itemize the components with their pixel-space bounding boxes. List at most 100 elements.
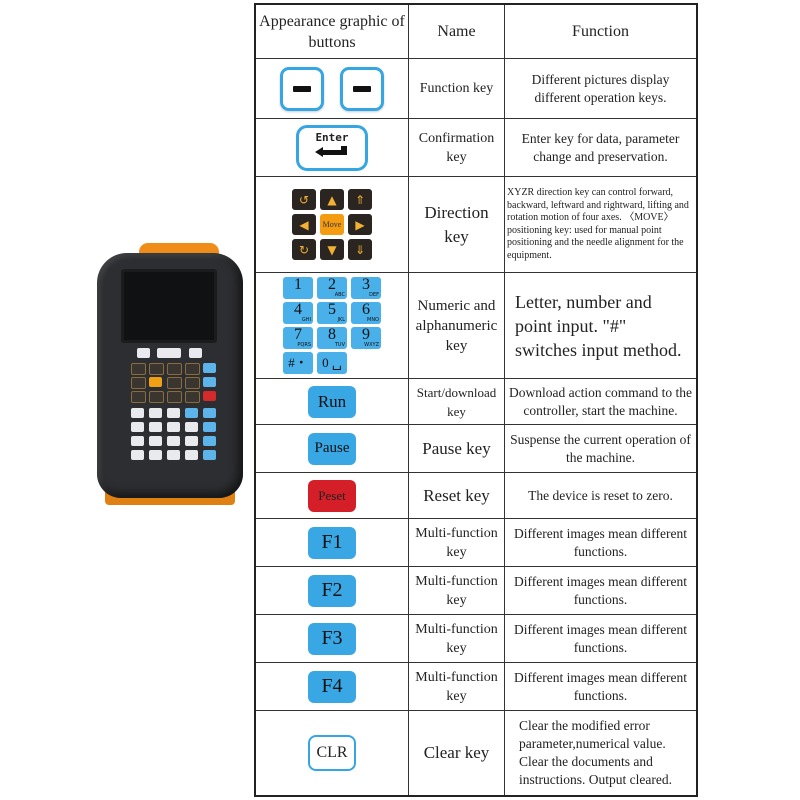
device-key (149, 377, 162, 387)
device-key (185, 436, 198, 446)
device-key (167, 450, 180, 460)
run-key-graphic: Run (256, 379, 409, 424)
row-name: Clear key (409, 711, 505, 795)
device-key (131, 422, 144, 432)
device-key (185, 377, 200, 389)
table-row: Run Start/download key Download action c… (256, 379, 696, 425)
row-name: Multi-function key (409, 615, 505, 662)
arrow-left-icon: ◀ (292, 214, 316, 235)
device-key (167, 408, 180, 418)
table-row: CLR Clear key Clear the modified error p… (256, 711, 696, 795)
f1-key: F1 (308, 526, 356, 559)
lift-up-icon: ⇑ (348, 189, 372, 210)
row-function: Different images mean different function… (513, 621, 688, 655)
arrow-right-icon: ▶ (348, 214, 372, 235)
f4-key-graphic: F4 (256, 663, 409, 710)
row-function: Different images mean different function… (513, 573, 688, 607)
pause-key-graphic: Pause (256, 425, 409, 472)
device-key (149, 408, 162, 418)
row-name: Multi-function key (409, 519, 505, 566)
device-key (157, 348, 181, 358)
direction-pad: ↺ ▲ ⇑ ◀ Move ▶ ↻ ▼ ⇓ (292, 189, 372, 260)
header-name: Name (409, 5, 505, 58)
device-key (149, 436, 162, 446)
enter-key: Enter (296, 124, 368, 171)
lift-down-icon: ⇓ (348, 239, 372, 260)
row-name: Multi-function key (409, 663, 505, 710)
device-key (167, 422, 180, 432)
device-key (167, 436, 180, 446)
arrow-up-icon: ▲ (320, 189, 344, 210)
arrow-down-icon: ▼ (320, 239, 344, 260)
enter-arrow-icon (315, 145, 347, 157)
direction-key-graphic: ↺ ▲ ⇑ ◀ Move ▶ ↻ ▼ ⇓ (256, 177, 409, 272)
function-key-graphic (256, 59, 409, 118)
rotate-ccw-icon: ↺ (292, 189, 316, 210)
device-key (189, 348, 202, 358)
minus-bar-icon (293, 85, 311, 92)
table-row: Pause Pause key Suspense the current ope… (256, 425, 696, 473)
row-function: Clear the modified error parameter,numer… (519, 718, 672, 787)
button-reference-table: Appearance graphic of buttons Name Funct… (254, 3, 698, 797)
function-key-left (280, 66, 324, 111)
device-key (167, 391, 182, 403)
f1-key-graphic: F1 (256, 519, 409, 566)
pause-key: Pause (308, 432, 356, 465)
run-key: Run (308, 385, 356, 418)
device-key (203, 377, 216, 387)
device-key (203, 450, 216, 460)
device-key (131, 377, 146, 389)
table-row: F2 Multi-function key Different images m… (256, 567, 696, 615)
row-function: Download action command to the controlle… (509, 384, 692, 418)
device-screen (121, 269, 217, 343)
device-key (203, 391, 216, 401)
row-name: Numeric and alphanumeric key (409, 273, 505, 378)
row-name: Multi-function key (409, 567, 505, 614)
device-key (131, 436, 144, 446)
row-name: Direction key (409, 177, 505, 272)
enter-key-label: Enter (315, 130, 349, 144)
key-hash: #・ (283, 352, 313, 374)
header-appearance: Appearance graphic of buttons (256, 5, 409, 58)
device-key (167, 363, 182, 375)
table-row: Peset Reset key The device is reset to z… (256, 473, 696, 519)
f3-key-graphic: F3 (256, 615, 409, 662)
device-key (149, 422, 162, 432)
move-key: Move (320, 214, 344, 235)
device-key (137, 348, 150, 358)
table-row: F4 Multi-function key Different images m… (256, 663, 696, 711)
minus-bar-icon (353, 85, 371, 92)
row-name: Pause key (409, 425, 505, 472)
header-function: Function (572, 23, 629, 40)
clr-key-graphic: CLR (256, 711, 409, 795)
table-row: ↺ ▲ ⇑ ◀ Move ▶ ↻ ▼ ⇓ Direction key XYZR … (256, 177, 696, 273)
table-row: F3 Multi-function key Different images m… (256, 615, 696, 663)
device-key (131, 450, 144, 460)
table-header-row: Appearance graphic of buttons Name Funct… (256, 5, 696, 59)
rotate-cw-icon: ↻ (292, 239, 316, 260)
device-key (203, 363, 216, 373)
row-function: Different images mean different function… (513, 669, 688, 703)
row-name: Reset key (409, 473, 505, 518)
device-key (185, 422, 198, 432)
key-1: 1 (283, 277, 313, 299)
table-row: Function key Different pictures display … (256, 59, 696, 119)
device-key (149, 391, 164, 403)
device-key (131, 363, 146, 375)
reset-key: Peset (308, 479, 356, 512)
device-key (131, 391, 146, 403)
row-name: Start/download key (409, 379, 505, 424)
device-key (185, 391, 200, 403)
device-key (185, 450, 198, 460)
function-key-right (340, 66, 384, 111)
device-key (167, 377, 182, 389)
device-key (203, 436, 216, 446)
